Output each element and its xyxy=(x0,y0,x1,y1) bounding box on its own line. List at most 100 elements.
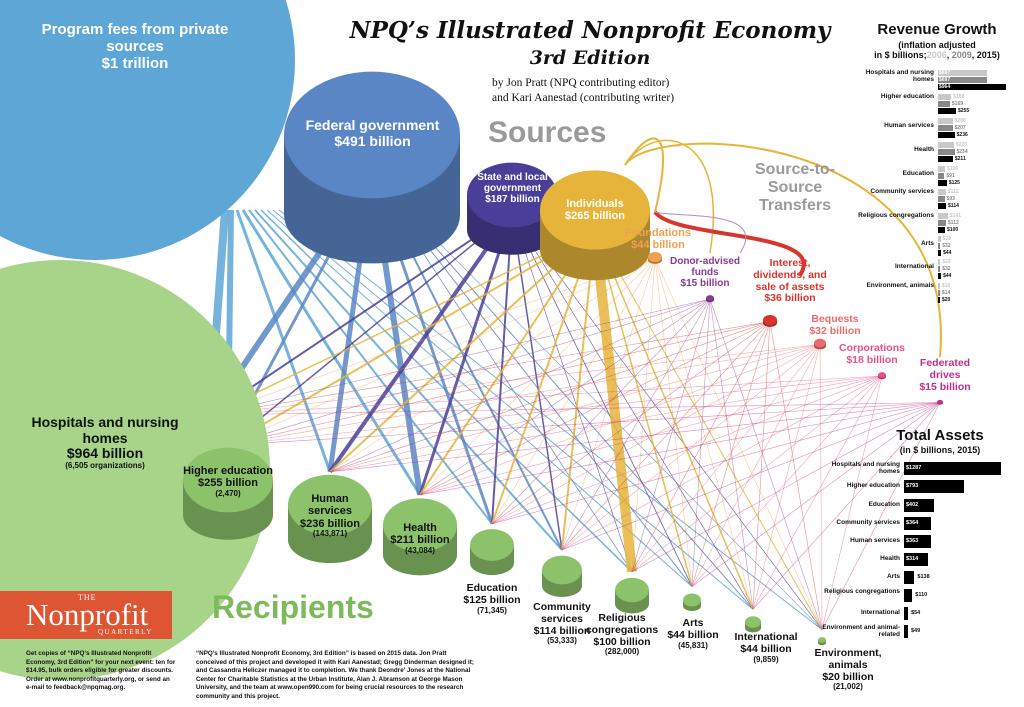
assets-category-label: Human services xyxy=(850,537,900,544)
revenue-bar-2006 xyxy=(938,283,940,289)
flow-federated-drives-to-hospitals-and-nursing-homes xyxy=(209,402,941,416)
assets-bar xyxy=(904,553,928,566)
recipient-label-education: Education$125 billion(71,345) xyxy=(452,582,532,615)
source-state-and-local-government xyxy=(467,162,557,255)
logo-quarterly: QUARTERLY xyxy=(98,628,153,636)
revenue-bar-2006 xyxy=(938,118,953,124)
amount: $44 billion xyxy=(631,239,685,252)
source-label-program-fees-from-private-sources: Program fees from private sources$1 tril… xyxy=(40,21,230,72)
revenue-bar-value: $20 xyxy=(942,297,951,303)
flow-corporations-to-community-services xyxy=(561,375,883,551)
amount: $15 billion xyxy=(680,278,730,290)
revenue-bar-2006 xyxy=(938,94,952,100)
revenue-bar-value: $112 xyxy=(947,189,959,195)
flow-donor-advised-funds-to-religious-congregations xyxy=(631,298,711,572)
name: Individuals xyxy=(566,198,624,210)
assets-bar-value: $54 xyxy=(911,610,921,616)
recipient-label-higher-education: Higher education$255 billion(2,470) xyxy=(183,465,273,499)
assets-bar xyxy=(904,571,915,584)
revenue-bar-value: $32 xyxy=(942,243,951,249)
flow-interest-dividends-and-sale-of-assets-to-international xyxy=(752,321,771,610)
source-donor-advised-funds xyxy=(706,295,714,303)
source-label-federated-drives: Federated drives$15 billion xyxy=(912,357,978,393)
assets-bar xyxy=(904,499,935,512)
revenue-bar-value: $14 xyxy=(942,290,951,296)
org-count: (53,333) xyxy=(547,636,577,646)
revenue-bar-value: $44 xyxy=(943,250,952,256)
flow-bequests-to-religious-congregations xyxy=(631,344,821,572)
amount: $36 billion xyxy=(764,292,816,305)
recipient-religious-congregations xyxy=(615,577,649,614)
year-2015: 2015 xyxy=(976,50,997,61)
name: Federal government xyxy=(305,117,440,133)
source-interest-dividends-and-sale-of-assets xyxy=(763,314,777,327)
recipient-education xyxy=(470,529,514,576)
amount: $187 billion xyxy=(485,194,540,206)
revenue-bar-value: $38 xyxy=(942,236,952,242)
name: Health xyxy=(403,522,437,534)
revenue-bar-2015 xyxy=(938,132,955,138)
flow-state-and-local-government-to-health xyxy=(418,212,514,496)
name: Hospitals and nursing homes xyxy=(31,414,179,446)
flow-donor-advised-funds-to-arts xyxy=(691,298,711,587)
assets-bar xyxy=(904,535,932,548)
revenue-bar-value: $697 xyxy=(939,77,951,83)
total-assets-title: Total Assets xyxy=(896,427,984,444)
assets-category-label: Arts xyxy=(886,573,900,580)
revenue-bar-value: $114 xyxy=(948,203,959,209)
amount: $964 billion xyxy=(66,445,144,462)
revenue-bar-2015 xyxy=(938,156,953,162)
recipient-label-arts: Arts$44 billion(45,831) xyxy=(662,617,724,650)
revenue-category-label: Environment, animals xyxy=(866,282,934,289)
name: Arts xyxy=(682,617,704,629)
revenue-bar-value: $125 xyxy=(948,180,960,186)
flow-state-and-local-government-to-international xyxy=(511,212,754,610)
revenue-bar-2006 xyxy=(938,142,954,148)
flow-individuals-to-arts xyxy=(594,229,693,587)
flow-federated-drives-to-health xyxy=(419,402,941,496)
flow-foundations-to-community-services xyxy=(561,258,656,551)
flow-donor-advised-funds-to-human-services xyxy=(329,298,711,473)
flow-state-and-local-government-to-environment-animals xyxy=(511,212,823,630)
revenue-bar-2009 xyxy=(938,196,945,202)
recipient-international xyxy=(745,616,761,633)
flow-state-and-local-government-to-hospitals-and-nursing-homes xyxy=(209,211,513,416)
flow-donor-advised-funds-to-education xyxy=(491,298,711,525)
amount: $100 billion xyxy=(593,635,651,648)
flow-bequests-to-higher-education xyxy=(227,344,821,446)
assets-category-label: Health xyxy=(880,555,900,562)
flow-federated-drives-to-arts xyxy=(691,402,941,587)
recipient-environment-animals xyxy=(818,637,826,646)
flow-interest-dividends-and-sale-of-assets-to-environment-animals xyxy=(769,321,823,630)
revenue-bar-2009 xyxy=(938,266,941,272)
name: Environment, animals xyxy=(814,647,882,671)
flow-donor-advised-funds-to-health xyxy=(419,298,711,496)
recipient-hospitals-and-nursing-homes xyxy=(0,260,270,680)
nodes xyxy=(0,0,943,680)
flow-state-and-local-government-to-community-services xyxy=(511,212,563,551)
flow-individuals-to-human-services xyxy=(329,229,596,473)
byline-2: and Kari Aanestad (contributing writer) xyxy=(492,91,675,104)
name: Donor-advised funds xyxy=(669,256,740,279)
flow-interest-dividends-and-sale-of-assets-to-community-services xyxy=(561,321,771,551)
credits: “NPQ’s Illustrated Nonprofit Economy, 3r… xyxy=(196,650,474,700)
assets-bar xyxy=(904,480,964,493)
flow-individuals-to-higher-education xyxy=(227,229,596,446)
source-federated-drives xyxy=(937,399,943,405)
revenue-bar-value: $33 xyxy=(942,259,951,265)
revenue-bar-value: $112 xyxy=(947,220,959,226)
name: Education xyxy=(466,582,518,594)
flow-bequests-to-health xyxy=(419,344,821,496)
subtitle-text: in $ billions; xyxy=(874,50,927,61)
flow-corporations-to-hospitals-and-nursing-homes xyxy=(209,375,883,416)
org-count: (6,505 organizations) xyxy=(65,461,145,471)
order-info: Get copies of “NPQ’s Illustrated Nonprof… xyxy=(26,650,176,691)
assets-bar xyxy=(904,517,932,530)
flow-foundations-to-religious-congregations xyxy=(631,258,656,572)
revenue-bar-2015 xyxy=(938,203,947,209)
revenue-bar-value: $234 xyxy=(956,149,968,155)
revenue-category-label: Education xyxy=(902,170,934,177)
amount: $20 billion xyxy=(822,670,874,683)
name: Interest, dividends, and sale of assets xyxy=(753,257,827,293)
source-label-corporations: Corporations$18 billion xyxy=(830,342,914,367)
